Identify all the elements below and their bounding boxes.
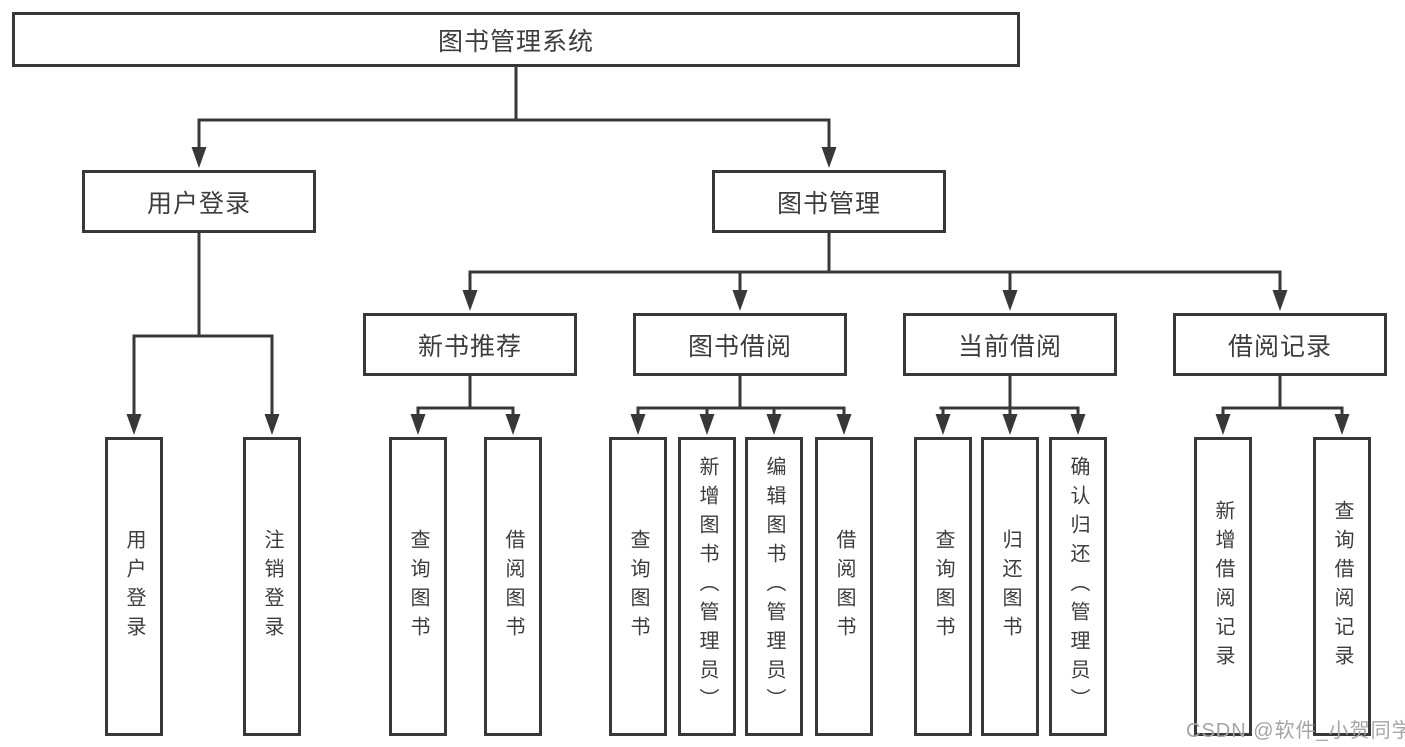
leaf-confirm-return-admin: 确认归还（管理员） xyxy=(1049,437,1107,736)
node-current-borrowing-label: 当前借阅 xyxy=(957,332,1062,361)
node-user-login: 用户登录 xyxy=(82,170,316,233)
leaf-user-login-label: 用户登录 xyxy=(123,528,145,645)
csdn-watermark: CSDN @软件_小贺同学 xyxy=(1186,720,1405,742)
node-borrowing-records-label: 借阅记录 xyxy=(1227,332,1332,361)
leaf-recommend-borrow-books-label: 借阅图书 xyxy=(502,528,524,645)
leaf-logout-label: 注销登录 xyxy=(261,528,283,645)
node-new-book-recommend-label: 新书推荐 xyxy=(417,332,522,361)
leaf-current-query-books-label: 查询图书 xyxy=(932,528,954,645)
leaf-borrow-books: 借阅图书 xyxy=(815,437,873,736)
leaf-recommend-query-books: 查询图书 xyxy=(389,437,447,736)
node-root-system-label: 图书管理系统 xyxy=(437,27,594,56)
node-book-management-label: 图书管理 xyxy=(776,189,881,218)
leaf-recommend-query-books-label: 查询图书 xyxy=(407,528,429,645)
leaf-query-borrow-record: 查询借阅记录 xyxy=(1313,437,1371,736)
node-root-system: 图书管理系统 xyxy=(12,12,1020,67)
leaf-confirm-return-admin-label: 确认归还（管理员） xyxy=(1067,456,1089,717)
node-book-borrowing: 图书借阅 xyxy=(633,313,847,376)
arrowheads xyxy=(126,147,1350,435)
node-user-login-label: 用户登录 xyxy=(146,189,251,218)
leaf-logout: 注销登录 xyxy=(243,437,301,736)
leaf-return-books-label: 归还图书 xyxy=(999,528,1021,645)
leaf-edit-books-admin-label: 编辑图书（管理员） xyxy=(763,456,785,717)
leaf-current-query-books: 查询图书 xyxy=(914,437,972,736)
leaf-add-books-admin-label: 新增图书（管理员） xyxy=(696,456,718,717)
node-borrowing-records: 借阅记录 xyxy=(1173,313,1387,376)
leaf-user-login: 用户登录 xyxy=(105,437,163,736)
leaf-edit-books-admin: 编辑图书（管理员） xyxy=(745,437,803,736)
leaf-borrowing-query-books: 查询图书 xyxy=(609,437,667,736)
leaf-add-borrow-record-label: 新增借阅记录 xyxy=(1212,499,1234,674)
node-book-management: 图书管理 xyxy=(712,170,946,233)
leaf-add-borrow-record: 新增借阅记录 xyxy=(1194,437,1252,736)
leaf-borrowing-query-books-label: 查询图书 xyxy=(627,528,649,645)
leaf-query-borrow-record-label: 查询借阅记录 xyxy=(1331,499,1353,674)
node-book-borrowing-label: 图书借阅 xyxy=(687,332,792,361)
node-new-book-recommend: 新书推荐 xyxy=(363,313,577,376)
leaf-add-books-admin: 新增图书（管理员） xyxy=(678,437,736,736)
leaf-borrow-books-label: 借阅图书 xyxy=(833,528,855,645)
leaf-recommend-borrow-books: 借阅图书 xyxy=(484,437,542,736)
node-current-borrowing: 当前借阅 xyxy=(903,313,1117,376)
leaf-return-books: 归还图书 xyxy=(981,437,1039,736)
